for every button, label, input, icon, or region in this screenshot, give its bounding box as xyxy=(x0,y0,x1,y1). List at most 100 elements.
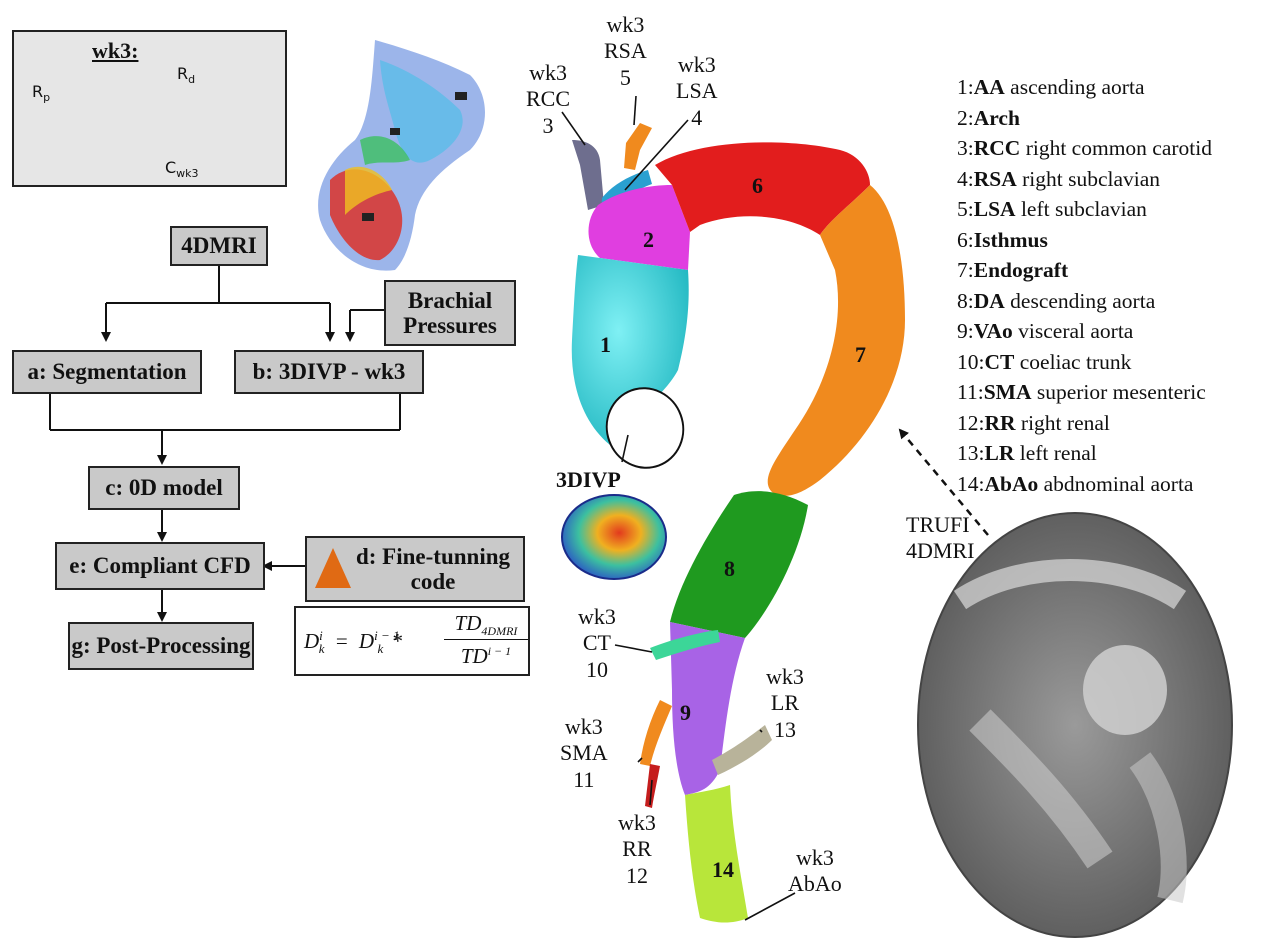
legend-number: 8: xyxy=(957,288,974,313)
ivp-profile xyxy=(561,494,667,580)
brachial-box: Brachial Pressures xyxy=(384,280,516,346)
ct-branch xyxy=(650,630,720,660)
rcc-branch xyxy=(572,140,604,210)
legend-desc: right renal xyxy=(1015,410,1110,435)
legend-row: 6:Isthmus xyxy=(957,225,1212,256)
model-box: c: 0D model xyxy=(88,466,240,510)
legend-number: 11: xyxy=(957,380,984,404)
c-label: Cwk3 xyxy=(165,158,199,181)
legend-abbr: Arch xyxy=(973,105,1020,130)
legend-abbr: AA xyxy=(973,75,1005,99)
legend-desc: right subclavian xyxy=(1016,166,1161,191)
legend-abbr: Isthmus xyxy=(973,227,1048,252)
legend-abbr: RR xyxy=(984,410,1016,435)
legend-row: 3:RCC right common carotid xyxy=(957,133,1212,164)
ivp-label: 3DIVP xyxy=(556,467,621,492)
segmentation-box: a: Segmentation xyxy=(12,350,202,394)
segment-arch xyxy=(588,185,690,270)
legend-desc: abdnominal aorta xyxy=(1038,471,1194,496)
legend-abbr: RSA xyxy=(973,166,1017,191)
rd-label: Rd xyxy=(177,64,196,87)
rr-branch xyxy=(645,764,660,808)
mri-dashed-arrow xyxy=(898,428,989,536)
legend-desc: left subclavian xyxy=(1015,197,1147,221)
legend-desc: descending aorta xyxy=(1004,288,1156,313)
legend-row: 9:VAo visceral aorta xyxy=(957,316,1212,347)
segment-number-6: 6 xyxy=(752,173,763,198)
segment-endograft xyxy=(767,185,905,496)
legend-row: 11:SMA superior mesenteric xyxy=(957,377,1212,408)
post-processing-box: g: Post-Processing xyxy=(68,622,254,670)
legend-number: 6: xyxy=(957,227,974,252)
aorta-model xyxy=(571,123,905,923)
legend-desc: visceral aorta xyxy=(1012,319,1134,343)
legend-abbr: DA xyxy=(973,288,1005,313)
ivp-box: b: 3DIVP - wk3 xyxy=(234,350,424,394)
legend-abbr: Endograft xyxy=(973,258,1069,282)
legend-number: 12: xyxy=(957,410,985,435)
update-formula: Dik = Di − 1k * TD4DMRI TDi − 1 xyxy=(294,606,530,676)
legend-row: 13:LR left renal xyxy=(957,438,1212,469)
legend-number: 9: xyxy=(957,319,974,343)
legend-abbr: LR xyxy=(984,441,1015,465)
segment-ascending-aorta xyxy=(571,255,689,445)
sma-branch xyxy=(640,700,672,766)
legend-row: 14:AbAo abdnominal aorta xyxy=(957,469,1212,500)
legend-row: 7:Endograft xyxy=(957,255,1212,286)
segment-number-14: 14 xyxy=(712,857,734,882)
segment-abdominal-aorta xyxy=(685,785,748,923)
flow-connectors xyxy=(49,266,401,622)
mri-box: 4DMRI xyxy=(170,226,268,266)
wk3-circuit-box xyxy=(12,30,287,187)
legend-desc: right common carotid xyxy=(1020,136,1212,160)
legend-row: 4:RSA right subclavian xyxy=(957,164,1212,195)
legend-row: 12:RR right renal xyxy=(957,408,1212,439)
lsa-branch xyxy=(624,123,652,170)
legend-number: 5: xyxy=(957,197,974,221)
legend-row: 10:CT coeliac trunk xyxy=(957,347,1212,378)
circuit-title: wk3: xyxy=(92,38,139,63)
segment-number-9: 9 xyxy=(680,700,691,725)
legend-row: 2:Arch xyxy=(957,103,1212,134)
legend-desc: superior mesenteric xyxy=(1031,380,1206,404)
legend-number: 3: xyxy=(957,136,974,160)
legend-number: 4: xyxy=(957,166,974,191)
segment-number-1: 1 xyxy=(600,332,611,357)
segment-isthmus xyxy=(655,142,870,235)
legend-abbr: VAo xyxy=(973,319,1013,343)
legend-row: 1:AA ascending aorta xyxy=(957,72,1212,103)
segment-descending-aorta xyxy=(670,491,808,638)
legend-number: 1: xyxy=(957,75,974,99)
legend-abbr: SMA xyxy=(983,380,1032,404)
segment-number-7: 7 xyxy=(855,342,866,367)
segment-visceral-aorta xyxy=(670,622,745,795)
fine-tune-box: d: Fine-tunning code xyxy=(305,536,525,602)
legend-number: 2: xyxy=(957,105,974,130)
fine-tune-label: d: Fine-tunning code xyxy=(355,543,510,594)
legend-desc: coeliac trunk xyxy=(1014,349,1132,374)
legend-row: 5:LSA left subclavian xyxy=(957,194,1212,225)
leader-lines xyxy=(561,95,796,921)
legend-abbr: LSA xyxy=(973,197,1016,221)
mri-image xyxy=(917,512,1233,938)
cfd-box: e: Compliant CFD xyxy=(55,542,265,590)
flow-visualization xyxy=(318,40,485,271)
segment-number-8: 8 xyxy=(724,556,735,581)
legend-number: 14: xyxy=(957,471,985,496)
legend-abbr: RCC xyxy=(973,136,1021,160)
legend-desc: left renal xyxy=(1014,441,1097,465)
legend-number: 7: xyxy=(957,258,974,282)
legend-number: 10: xyxy=(957,349,985,374)
rp-label: Rp xyxy=(32,82,51,105)
legend-abbr: AbAo xyxy=(984,471,1039,496)
